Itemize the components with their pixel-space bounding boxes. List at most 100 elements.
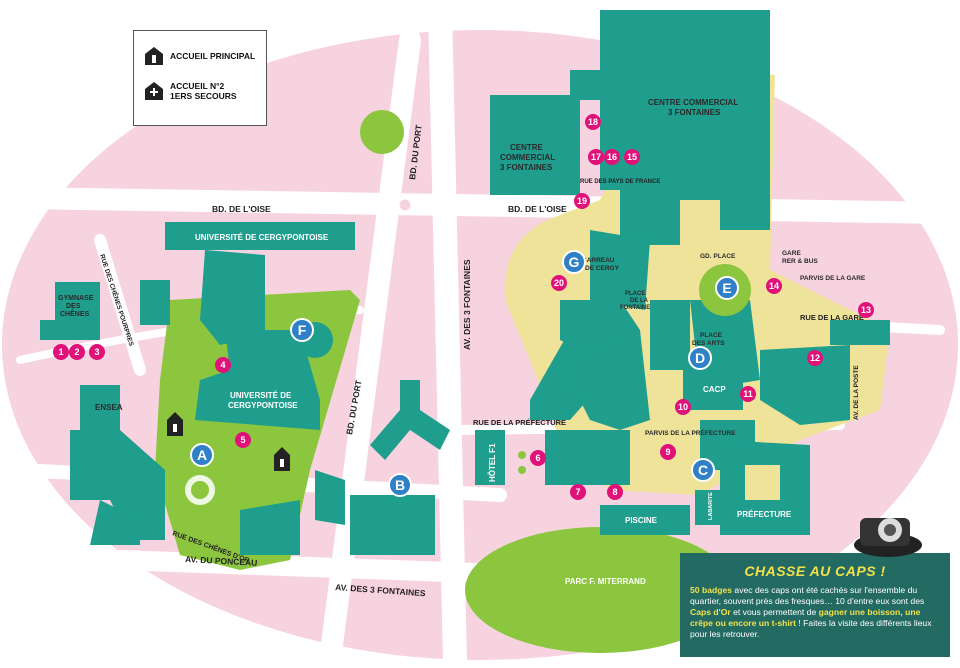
road-label: BD. DE L'OISE xyxy=(212,204,271,214)
letter-marker xyxy=(190,443,214,467)
number-marker xyxy=(624,149,640,165)
number-marker xyxy=(89,344,105,360)
place-label: PLACE xyxy=(625,291,645,297)
info-bold: Caps d'Or xyxy=(690,607,731,617)
road-label: AV. DE LA POSTE xyxy=(853,365,860,420)
number-marker-label: 15 xyxy=(627,152,637,162)
number-marker-label: 18 xyxy=(588,117,598,127)
fountain-circle xyxy=(518,466,526,474)
info-text: et vous permettent de xyxy=(730,607,819,617)
number-marker xyxy=(585,114,601,130)
number-marker xyxy=(660,444,676,460)
reception-icon xyxy=(167,412,183,436)
place-label: DE LA xyxy=(630,298,649,304)
info-bold: gagner une boisson, une crêpe ou encore … xyxy=(690,607,921,628)
number-marker-label: 12 xyxy=(810,353,820,363)
letter-markers: A B C D E F G xyxy=(190,250,739,497)
number-marker-label: 8 xyxy=(612,487,617,497)
place-label: CENTRE xyxy=(510,143,544,152)
letter-marker-label: A xyxy=(197,447,207,463)
letter-marker-label: F xyxy=(298,322,307,338)
roundabout-small xyxy=(396,196,414,214)
number-marker-label: 3 xyxy=(94,347,99,357)
legend-label: ACCUEIL PRINCIPAL xyxy=(170,51,256,61)
number-marker-label: 5 xyxy=(240,435,245,445)
prefecture-courtyard xyxy=(745,465,780,500)
number-marker-label: 16 xyxy=(607,152,617,162)
place-label: UNIVERSITÉ DE xyxy=(230,391,292,400)
number-marker xyxy=(530,450,546,466)
number-marker xyxy=(574,193,590,209)
number-marker-label: 9 xyxy=(665,447,670,457)
number-marker xyxy=(740,386,756,402)
info-bold: 50 badges xyxy=(690,585,733,595)
legend: ACCUEIL PRINCIPAL ACCUEIL N°2 1ERS SECOU… xyxy=(133,30,267,126)
place-label: CENTRE COMMERCIAL xyxy=(648,98,738,107)
number-marker xyxy=(215,357,231,373)
place-label: 3 FONTAINES xyxy=(668,108,721,117)
place-label: PLACE xyxy=(700,332,723,339)
number-marker-label: 19 xyxy=(577,196,587,206)
place-label: PARVIS DE LA PRÉFECTURE xyxy=(645,428,736,437)
letter-marker-label: D xyxy=(695,350,705,366)
letter-marker-label: G xyxy=(569,254,580,270)
place-label: CACP xyxy=(703,385,726,394)
letter-marker xyxy=(691,458,715,482)
number-marker-label: 14 xyxy=(769,281,779,291)
number-marker-label: 6 xyxy=(535,453,540,463)
place-label: PARC F. MITERRAND xyxy=(565,577,646,586)
place-label: GYMNASE xyxy=(58,295,94,302)
letter-marker-label: E xyxy=(722,280,731,296)
road-label: RUE DE LA GARE xyxy=(800,313,864,322)
number-marker xyxy=(551,275,567,291)
place-label: DE CERGY xyxy=(585,265,620,272)
road-label: RUE DE LA PRÉFECTURE xyxy=(473,418,566,427)
place-label: RER & BUS xyxy=(782,258,818,265)
place-label: DES xyxy=(66,303,81,310)
caps-hunt-text: 50 badges avec des caps ont été cachés s… xyxy=(690,585,940,640)
number-marker xyxy=(766,278,782,294)
place-label: FONTAINE xyxy=(620,305,650,311)
number-marker xyxy=(604,149,620,165)
letter-marker-label: C xyxy=(698,462,708,478)
place-label: GD. PLACE xyxy=(700,253,736,260)
place-label: LABARITE xyxy=(708,492,714,520)
place-label: GARE xyxy=(782,250,801,257)
legend-reception-2: ACCUEIL N°2 1ERS SECOURS xyxy=(144,81,237,101)
place-label: HÔTEL F1 xyxy=(488,443,497,482)
cap-badge-icon xyxy=(854,518,922,557)
letter-marker xyxy=(562,250,586,274)
number-marker xyxy=(53,344,69,360)
caps-hunt-box: CHASSE AU CAPS ! 50 badges avec des caps… xyxy=(680,553,950,657)
reception-icon xyxy=(274,447,290,471)
place-label: DES ARTS xyxy=(692,340,725,347)
reception-icon xyxy=(145,47,163,65)
road-label: BD. DE L'OISE xyxy=(508,204,567,214)
letter-marker-label: B xyxy=(395,477,405,493)
letter-marker xyxy=(290,318,314,342)
place-label: ENSEA xyxy=(95,403,123,412)
number-marker-label: 7 xyxy=(575,487,580,497)
place-label: PISCINE xyxy=(625,516,658,525)
number-marker-label: 4 xyxy=(220,360,225,370)
number-marker-label: 20 xyxy=(554,278,564,288)
legend-label: ACCUEIL N°2 1ERS SECOURS xyxy=(170,81,237,101)
first-aid-icon xyxy=(145,82,163,100)
place-label: PRÉFECTURE xyxy=(737,510,792,519)
legend-main-reception: ACCUEIL PRINCIPAL xyxy=(144,46,255,66)
info-text: avec des caps ont été cachés sur l'ensem… xyxy=(690,585,925,606)
road-label: AV. DU PONCEAU xyxy=(185,554,258,568)
road-label: RUE DES PAYS DE FRANCE xyxy=(580,179,660,185)
caps-hunt-title: CHASSE AU CAPS ! xyxy=(744,563,886,579)
number-marker-label: 17 xyxy=(591,152,601,162)
place-label: PARVIS DE LA GARE xyxy=(800,275,866,282)
number-marker-label: 2 xyxy=(74,347,79,357)
road-label: AV. DES 3 FONTAINES xyxy=(462,259,472,350)
buildings xyxy=(40,10,890,555)
number-marker xyxy=(588,149,604,165)
place-label: CARREAU xyxy=(582,257,615,264)
place-label: CHÊNES xyxy=(60,309,90,318)
place-label: CERGYPONTOISE xyxy=(228,401,298,410)
number-marker xyxy=(69,344,85,360)
number-marker xyxy=(858,302,874,318)
